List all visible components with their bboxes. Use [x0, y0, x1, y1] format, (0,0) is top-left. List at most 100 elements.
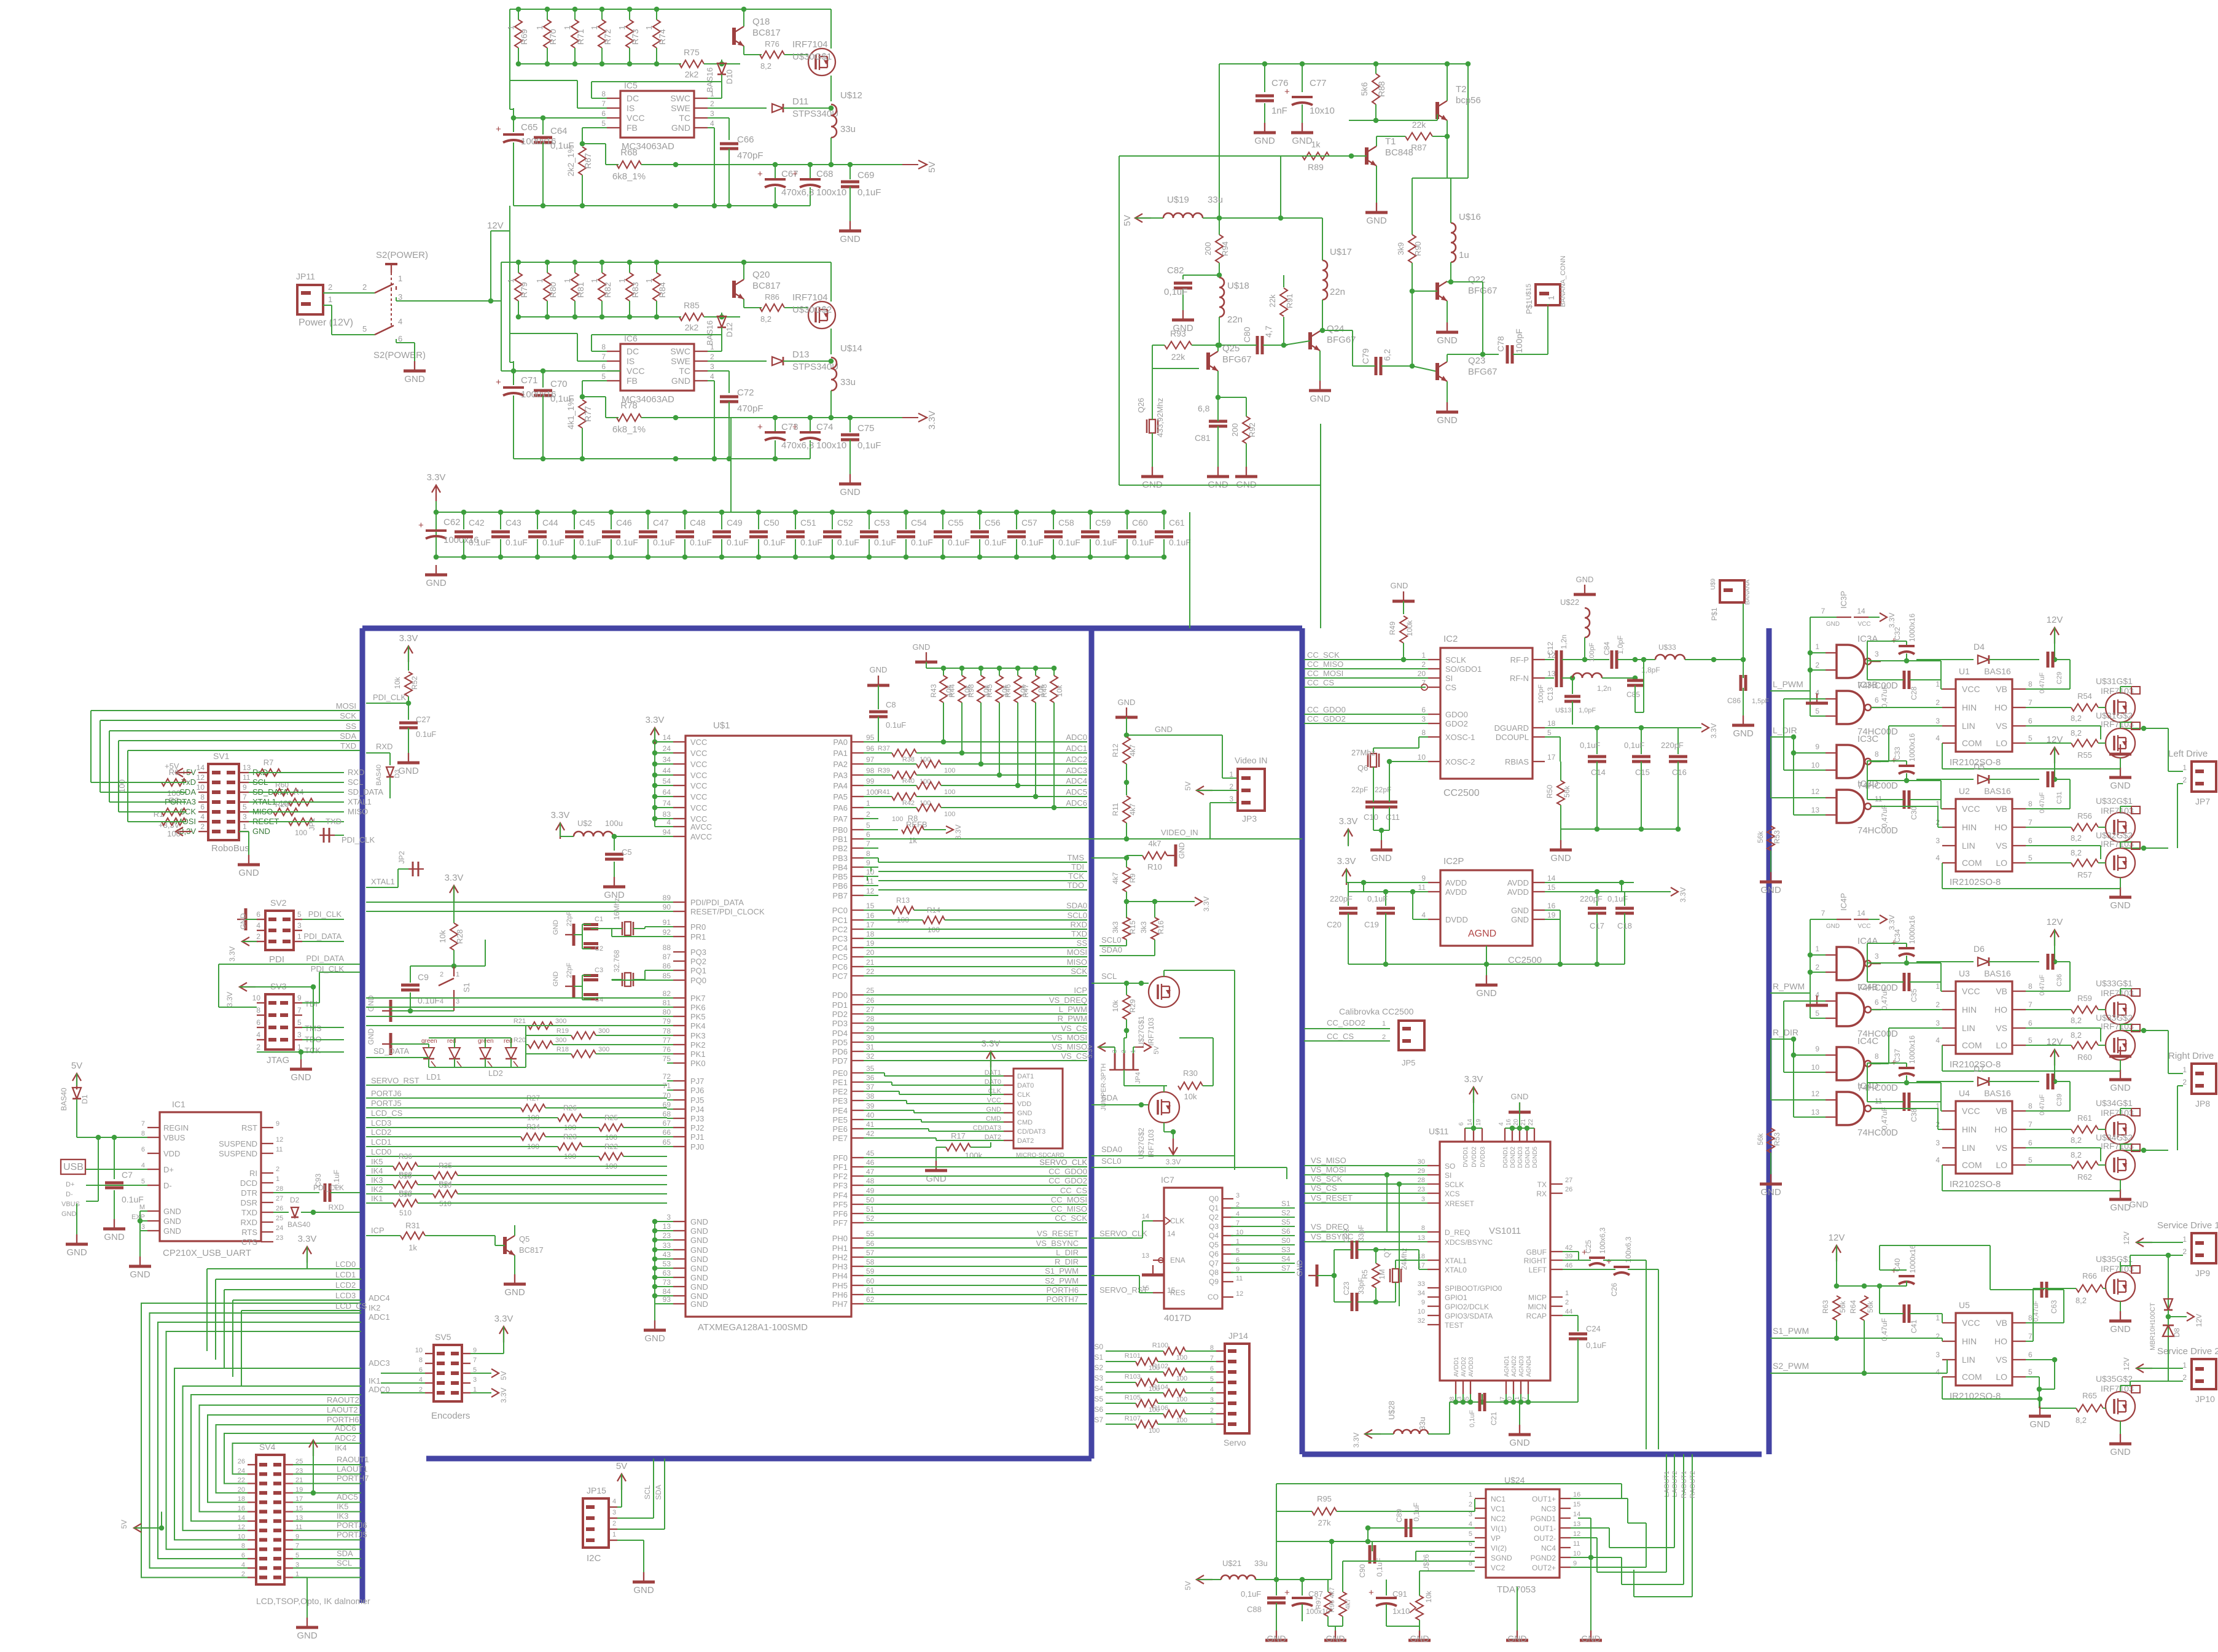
- svg-text:0.1uF: 0.1uF: [416, 730, 436, 739]
- svg-text:SDA0: SDA0: [1066, 901, 1087, 910]
- svg-text:AGND3: AGND3: [1518, 1355, 1525, 1377]
- svg-text:6: 6: [866, 830, 870, 839]
- svg-text:SCL0: SCL0: [1101, 935, 1122, 945]
- svg-text:0.1uF: 0.1uF: [1169, 537, 1191, 547]
- svg-text:75: 75: [663, 1054, 671, 1063]
- svg-text:3.3V: 3.3V: [445, 873, 464, 883]
- svg-text:CC_SCK: CC_SCK: [1307, 650, 1340, 660]
- svg-text:R1: R1: [154, 809, 164, 819]
- svg-text:3.3V: 3.3V: [499, 1388, 508, 1403]
- svg-text:3: 3: [1935, 717, 1940, 725]
- svg-text:IK5: IK5: [371, 1157, 383, 1166]
- svg-text:CO: CO: [1208, 1293, 1219, 1301]
- svg-text:3: 3: [1935, 1139, 1940, 1147]
- svg-text:GND: GND: [2110, 1324, 2131, 1334]
- svg-text:3.3V: 3.3V: [399, 633, 418, 644]
- svg-text:IC6: IC6: [624, 333, 638, 343]
- svg-text:22: 22: [866, 967, 875, 976]
- svg-text:33u: 33u: [840, 124, 856, 134]
- svg-text:RAOUT2: RAOUT2: [327, 1395, 359, 1405]
- svg-text:1: 1: [328, 295, 332, 304]
- svg-text:R48: R48: [1040, 684, 1048, 698]
- svg-text:GND: GND: [404, 374, 425, 384]
- svg-text:SDA0: SDA0: [1101, 945, 1122, 954]
- svg-text:12: 12: [276, 1136, 283, 1144]
- svg-text:GND: GND: [1292, 136, 1313, 146]
- svg-text:+: +: [1284, 87, 1290, 97]
- svg-text:PH3: PH3: [832, 1262, 848, 1271]
- svg-text:4: 4: [1935, 1156, 1940, 1164]
- svg-text:4k1_1%: 4k1_1%: [566, 399, 576, 430]
- svg-text:XTAL1: XTAL1: [348, 797, 372, 806]
- svg-text:48: 48: [866, 1177, 875, 1185]
- svg-text:9: 9: [276, 1120, 279, 1128]
- svg-text:96: 96: [866, 744, 875, 753]
- svg-text:0,47uF: 0,47uF: [1880, 1318, 1889, 1341]
- svg-text:ADC0: ADC0: [1066, 733, 1087, 742]
- svg-text:RAOUT2: RAOUT2: [1689, 1471, 1697, 1498]
- svg-text:ADC4: ADC4: [369, 1293, 390, 1303]
- svg-text:CD/DAT3: CD/DAT3: [1017, 1128, 1045, 1136]
- svg-text:6: 6: [2028, 1139, 2033, 1147]
- svg-text:IRF7103: IRF7103: [2101, 1021, 2134, 1031]
- svg-text:R78: R78: [620, 400, 638, 411]
- svg-text:C70: C70: [550, 379, 568, 389]
- svg-text:COM: COM: [1962, 1040, 1982, 1050]
- svg-text:3.3V: 3.3V: [1166, 1158, 1181, 1166]
- svg-text:C85: C85: [1626, 690, 1640, 699]
- svg-text:22n: 22n: [1330, 287, 1345, 297]
- svg-text:100k: 100k: [965, 1151, 983, 1160]
- svg-text:1: 1: [866, 799, 870, 808]
- svg-text:0.1uF: 0.1uF: [1058, 537, 1080, 547]
- svg-text:GND: GND: [986, 1106, 1002, 1113]
- svg-text:4: 4: [1815, 688, 1819, 697]
- svg-text:GND: GND: [1437, 335, 1458, 346]
- svg-text:3.3V: 3.3V: [1339, 816, 1358, 827]
- svg-text:LCD_CS: LCD_CS: [371, 1108, 403, 1118]
- svg-text:4: 4: [256, 921, 260, 930]
- svg-text:C64: C64: [550, 126, 568, 136]
- svg-text:1: 1: [617, 278, 627, 282]
- svg-text:PC2: PC2: [832, 925, 848, 934]
- svg-text:GND: GND: [163, 1207, 181, 1216]
- svg-text:C33: C33: [1893, 747, 1902, 760]
- svg-text:TDI: TDI: [1071, 862, 1084, 871]
- svg-text:C43: C43: [506, 518, 521, 528]
- svg-text:U2: U2: [1959, 786, 1970, 796]
- svg-text:TX: TX: [1537, 1180, 1547, 1189]
- svg-text:U$27G$1: U$27G$1: [1137, 1016, 1146, 1048]
- svg-text:34: 34: [663, 755, 671, 764]
- svg-text:1k: 1k: [1311, 139, 1321, 149]
- svg-text:SCK: SCK: [1071, 967, 1087, 976]
- svg-text:14: 14: [1857, 909, 1865, 918]
- svg-text:BC817: BC817: [519, 1245, 544, 1255]
- svg-text:41: 41: [866, 1120, 875, 1129]
- svg-text:1,5pF: 1,5pF: [1752, 698, 1769, 705]
- svg-text:2: 2: [1935, 1332, 1940, 1341]
- svg-text:R3: R3: [169, 796, 179, 805]
- svg-text:VS_CS: VS_CS: [1061, 1051, 1087, 1061]
- svg-text:56k: 56k: [1838, 1300, 1847, 1312]
- svg-text:10k: 10k: [393, 676, 402, 688]
- svg-text:12: 12: [1547, 651, 1556, 660]
- svg-text:10: 10: [1573, 1550, 1580, 1557]
- svg-text:93: 93: [663, 1295, 671, 1304]
- svg-text:C40: C40: [1893, 1258, 1902, 1272]
- svg-text:IRF7103: IRF7103: [2101, 1108, 2134, 1118]
- svg-text:RIGHT: RIGHT: [1524, 1257, 1547, 1265]
- svg-text:C35: C35: [1910, 989, 1918, 1002]
- svg-text:green: green: [421, 1038, 437, 1045]
- svg-text:10k: 10k: [945, 684, 953, 696]
- svg-text:PC5: PC5: [832, 953, 848, 962]
- svg-text:7: 7: [1236, 1220, 1240, 1227]
- svg-text:+: +: [496, 124, 501, 134]
- svg-text:14: 14: [1573, 1511, 1580, 1518]
- svg-text:22k: 22k: [1171, 352, 1186, 362]
- svg-text:Service Drive 2: Service Drive 2: [2157, 1346, 2218, 1357]
- svg-text:97: 97: [866, 755, 875, 764]
- svg-text:2: 2: [419, 1386, 423, 1393]
- svg-text:1: 1: [2182, 1235, 2187, 1244]
- svg-text:PE4: PE4: [832, 1106, 848, 1115]
- svg-text:GND: GND: [238, 868, 259, 878]
- svg-text:S2(POWER): S2(POWER): [376, 250, 428, 260]
